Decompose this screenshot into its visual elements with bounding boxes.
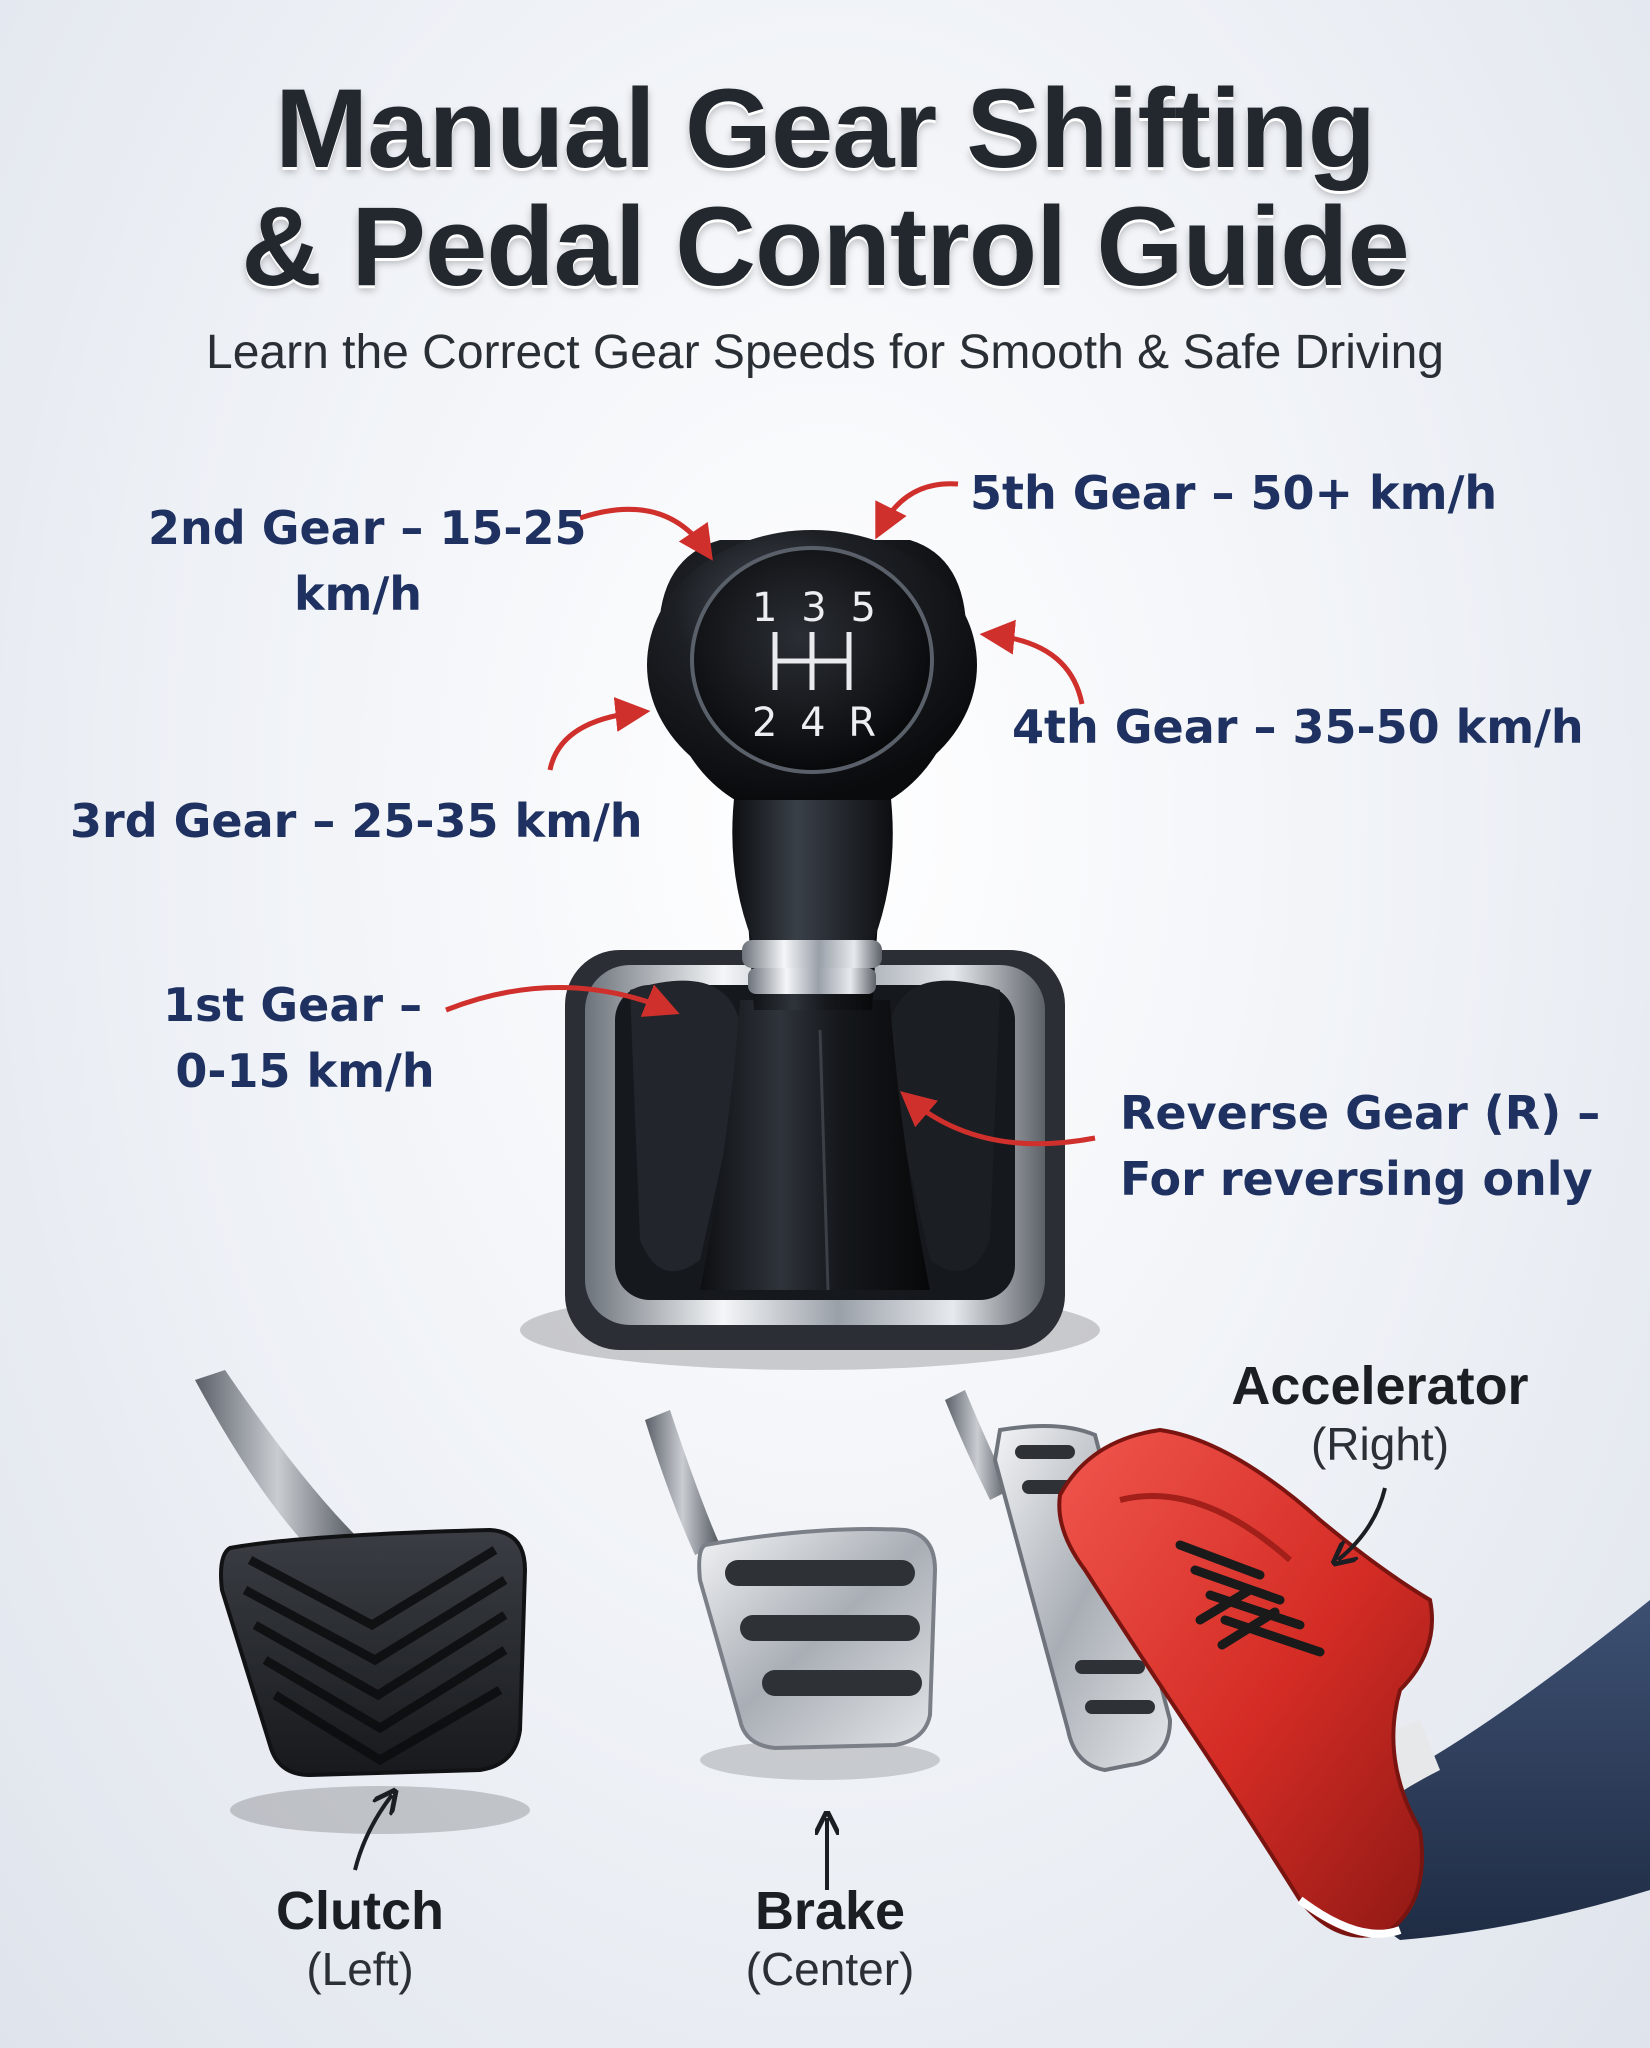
pedal-arrows xyxy=(353,1487,1387,1890)
knob-pattern-bottom: 2 4 R xyxy=(752,700,876,746)
page-title-line1: Manual Gear Shifting xyxy=(274,66,1376,191)
clutch-pedal xyxy=(219,1527,530,1834)
label-brake: Brake (Center) xyxy=(745,1881,915,1995)
knob-gear-5: 5 xyxy=(850,585,876,631)
label-third-gear: 3rd Gear – 25-35 km/h xyxy=(70,794,643,848)
knob-gear-3: 3 xyxy=(801,585,827,631)
label-accelerator: Accelerator (Right) xyxy=(1231,1356,1529,1470)
label-second-gear: 2nd Gear – 15-25 km/h xyxy=(148,501,587,621)
shifter-base xyxy=(520,950,1100,1370)
knob-gear-r: R xyxy=(848,700,876,746)
knob-gear-1: 1 xyxy=(752,585,778,631)
page-subtitle: Learn the Correct Gear Speeds for Smooth… xyxy=(206,326,1444,379)
label-fourth-gear: 4th Gear – 35-50 km/h xyxy=(1012,700,1584,754)
brake-pedal xyxy=(697,1527,940,1780)
label-clutch: Clutch (Left) xyxy=(276,1881,444,1995)
knob-pattern-top: 1 3 5 xyxy=(752,585,876,631)
shift-pattern xyxy=(772,632,852,690)
pedal-arms xyxy=(195,1370,1010,1560)
accelerator-pedal xyxy=(992,1424,1173,1773)
label-fifth-gear: 5th Gear – 50+ km/h xyxy=(970,466,1498,520)
shifter-stem xyxy=(732,790,893,1010)
label-first-gear: 1st Gear – 0-15 km/h xyxy=(163,978,435,1098)
knob-gear-2: 2 xyxy=(752,700,778,746)
knob-gear-4: 4 xyxy=(800,700,826,746)
gear-knob xyxy=(647,530,977,800)
label-reverse-gear: Reverse Gear (R) – For reversing only xyxy=(1120,1086,1601,1206)
gear-arrows xyxy=(445,481,1096,1147)
page-title-line2: & Pedal Control Guide xyxy=(241,184,1410,309)
